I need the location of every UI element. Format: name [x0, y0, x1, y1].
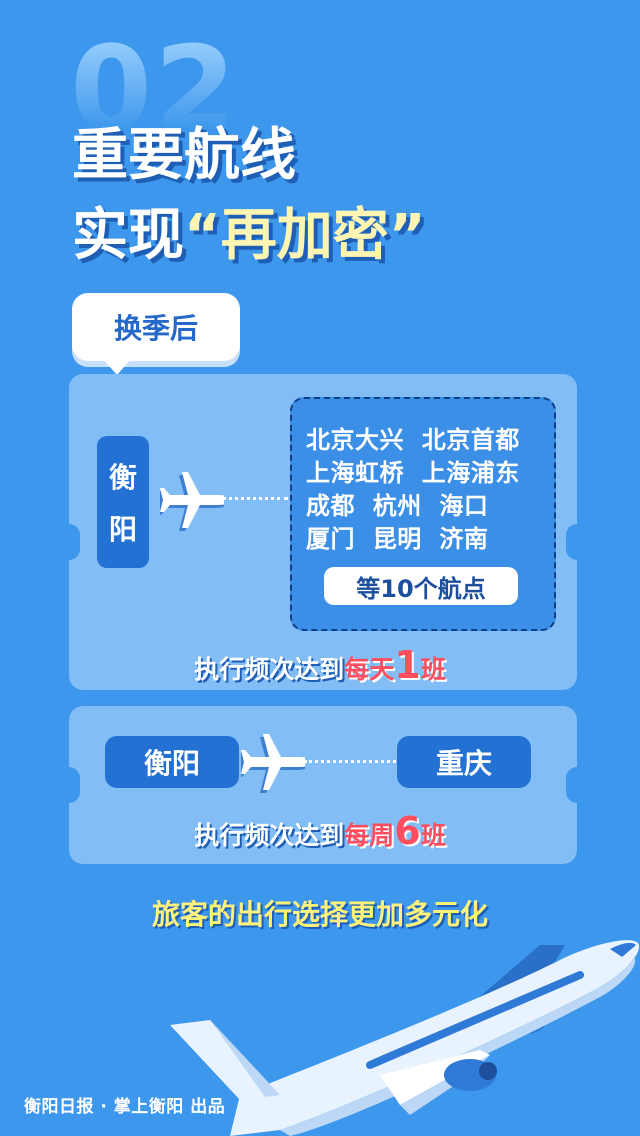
- airliner-illustration: [170, 940, 640, 1136]
- frequency-suffix: 班: [420, 821, 446, 850]
- frequency-prefix: 执行频次达到: [194, 655, 345, 684]
- page-title-line1: 重要航线: [72, 123, 296, 188]
- ticket-notch-left: [58, 524, 80, 560]
- destination-count-pill: 等10个航点: [324, 567, 518, 605]
- ticket-notch-left: [58, 767, 80, 803]
- airplane-icon: [160, 472, 224, 531]
- season-badge-tail: [103, 359, 131, 375]
- destination-line-2: 上海虹桥 上海浦东: [306, 459, 520, 487]
- title-prefix: 实现: [72, 203, 184, 268]
- route-dots-1: [222, 497, 288, 500]
- origin-badge-hengyang: 衡 阳: [97, 436, 149, 568]
- title-highlight: “再加密”: [184, 203, 426, 268]
- destination-line-1: 北京大兴 北京首都: [306, 426, 520, 454]
- destination-badge-chongqing: 重庆: [397, 736, 531, 788]
- section-number: 02: [70, 20, 239, 158]
- frequency-prefix: 执行频次达到: [194, 821, 345, 850]
- frequency-suffix: 班: [420, 655, 446, 684]
- destination-line-3: 成都 杭州 海口: [306, 492, 489, 520]
- origin-char-1: 衡: [108, 461, 137, 494]
- ticket-notch-right: [566, 524, 588, 560]
- slogan: 旅客的出行选择更加多元化: [151, 898, 488, 931]
- route-dots-2: [304, 760, 396, 763]
- destination-line-4: 厦门 昆明 济南: [306, 525, 489, 553]
- origin-badge-hengyang: 衡阳: [105, 736, 239, 788]
- frequency-unit: 每周: [344, 821, 395, 850]
- airplane-icon: [241, 734, 305, 793]
- frequency-unit: 每天: [344, 655, 395, 684]
- frequency-number: 1: [394, 643, 421, 687]
- season-badge: 换季后: [72, 293, 240, 361]
- frequency-number: 6: [394, 809, 421, 853]
- origin-char-2: 阳: [108, 513, 137, 546]
- ticket-notch-right: [566, 767, 588, 803]
- footer-credit: 衡阳日报 · 掌上衡阳 出品: [24, 1097, 226, 1117]
- page-title-line2: 实现“再加密”: [72, 208, 426, 264]
